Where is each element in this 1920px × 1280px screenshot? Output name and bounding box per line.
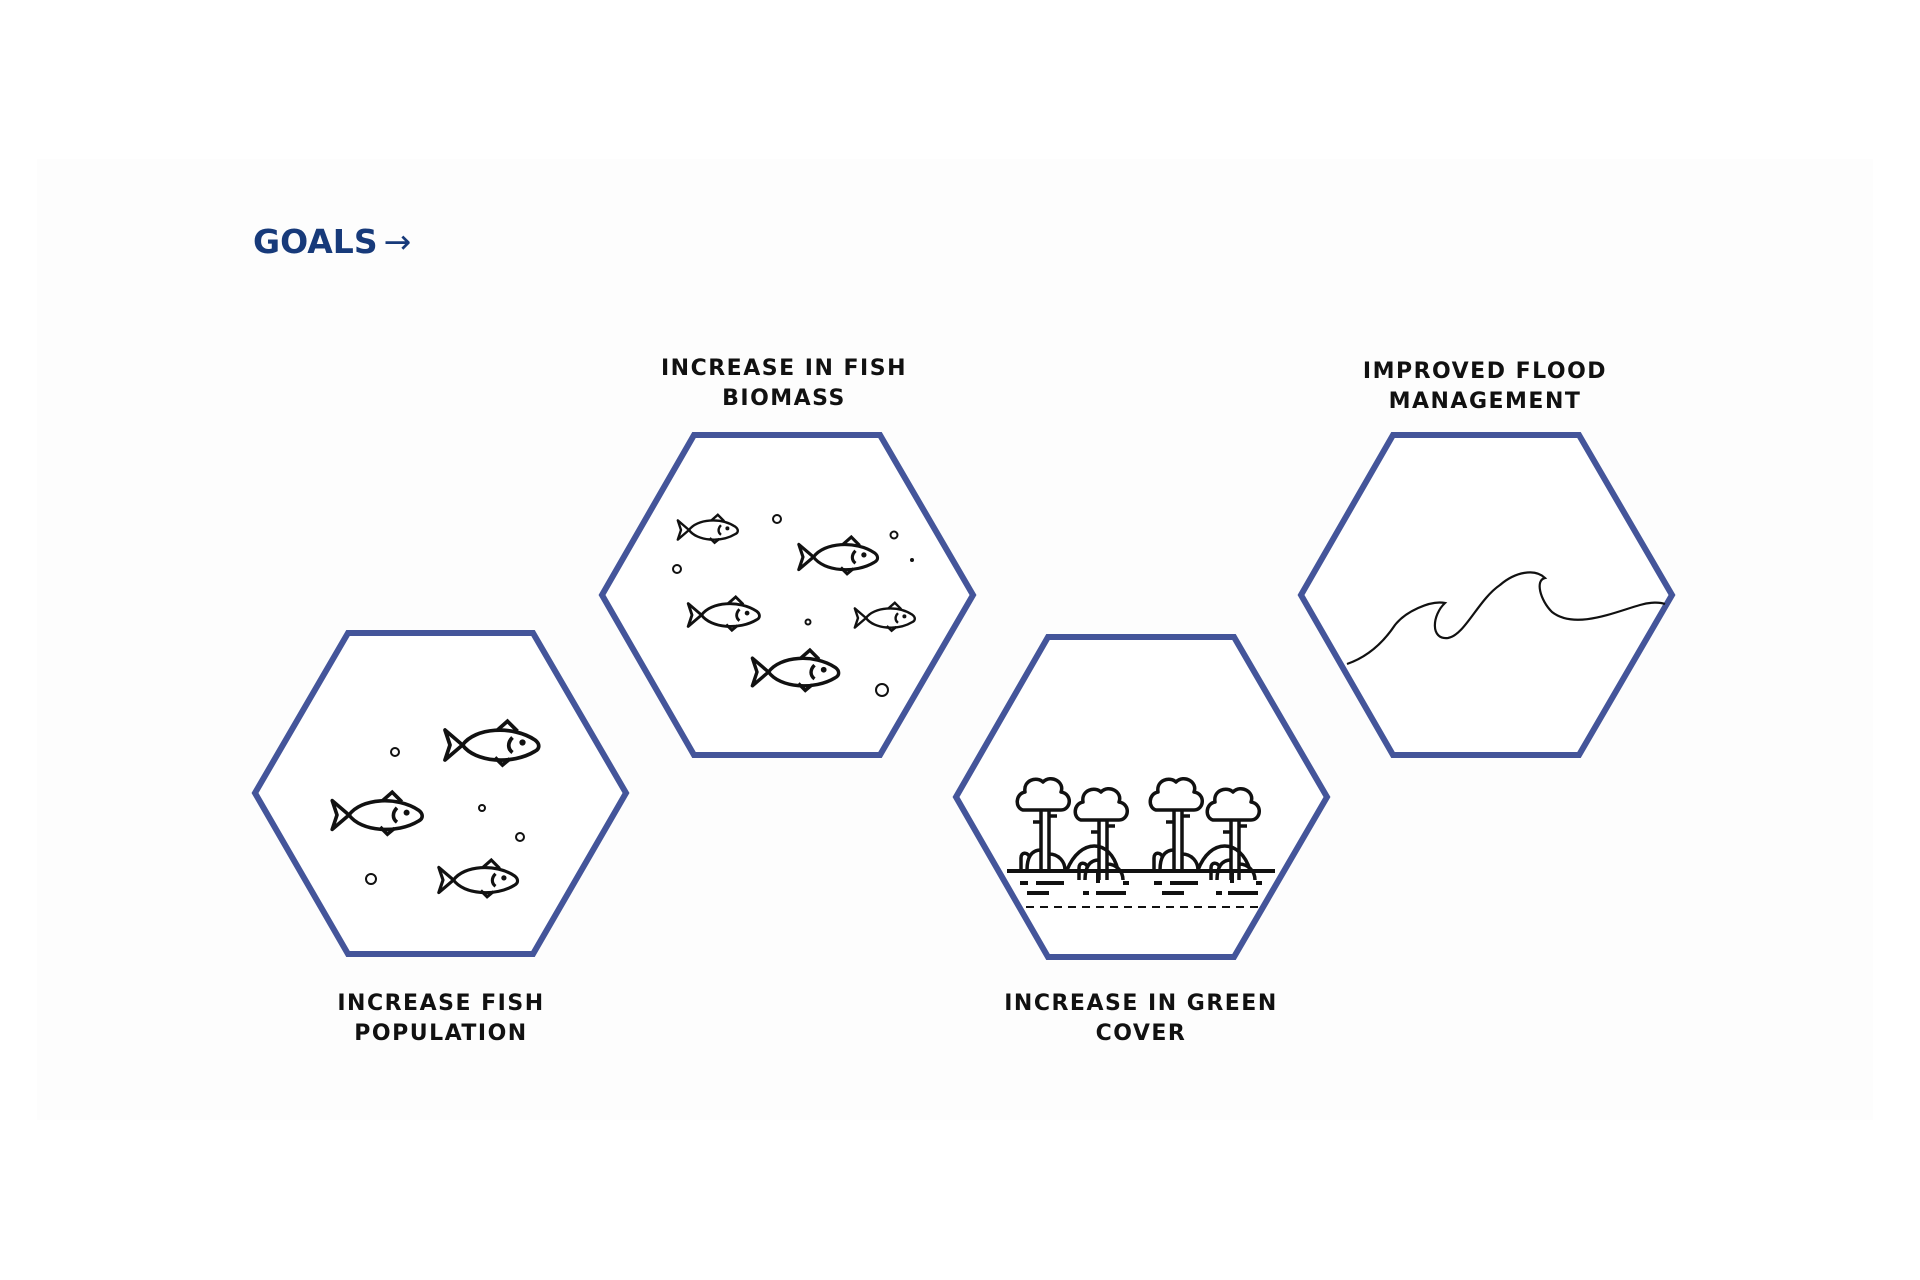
fish-icon: [330, 719, 541, 899]
hexagon-increase-in-fish-biomass: [598, 432, 977, 758]
mangrove-trees-icon: [1007, 776, 1275, 908]
arrow-right-icon: →: [383, 222, 412, 261]
goals-heading: GOALS→: [253, 222, 411, 261]
goals-heading-text: GOALS: [253, 222, 378, 261]
wave-icon: [1346, 571, 1666, 666]
hexagon-increase-in-green-cover: [952, 634, 1331, 960]
fish-school-icon: [672, 513, 916, 697]
hexagon-increase-fish-population: [251, 630, 630, 957]
goal-label-fish-biomass: Increase in Fish Biomass: [661, 356, 907, 411]
goal-label-green-cover: Increase in Green Cover: [1004, 991, 1278, 1046]
goal-label-flood-management: Improved Flood Management: [1362, 359, 1608, 414]
goal-label-fish-population: Increase Fish Population: [337, 991, 545, 1046]
hexagon-improved-flood-management: [1297, 432, 1676, 758]
